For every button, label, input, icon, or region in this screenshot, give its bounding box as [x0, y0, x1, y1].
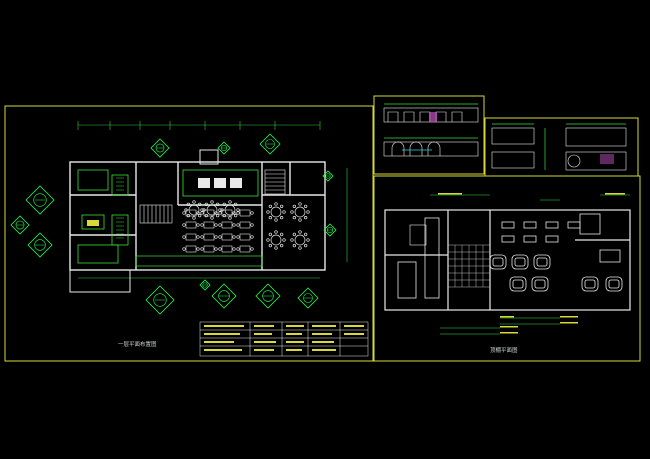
- dining-tables: [182, 209, 254, 253]
- light-strip: [424, 217, 440, 299]
- sheet-frames: [4, 95, 641, 362]
- floor-plan-title: 一层平面布置图: [118, 342, 157, 348]
- dimension-top: [77, 121, 348, 279]
- entry-block: [69, 269, 131, 293]
- legend-text-marks: [204, 325, 364, 351]
- room-tags: [10, 133, 337, 315]
- ceiling-plan-title: 顶棚平面图: [490, 348, 518, 354]
- hatch-pattern: [116, 177, 124, 239]
- walls: [69, 161, 326, 271]
- elevations: [383, 103, 627, 171]
- elevation-frame-a: [373, 95, 485, 175]
- left-table-fill: [87, 220, 99, 226]
- service-counter: [135, 255, 263, 267]
- ceiling-plan: [384, 193, 631, 335]
- floor-plan: [10, 121, 369, 357]
- stairs: [139, 169, 286, 224]
- left-zone-furniture: [77, 169, 129, 264]
- ceiling-grid: [447, 244, 491, 288]
- legend-table: [199, 321, 369, 357]
- leaders: [430, 194, 630, 335]
- bar-counter: [182, 169, 259, 197]
- top-niche: [199, 149, 219, 165]
- elevation-frame-b: [484, 117, 639, 177]
- floor-plan-frame: [4, 105, 374, 362]
- ceiling-fixtures: [489, 213, 623, 292]
- round-tables: [184, 200, 310, 250]
- ceiling-plan-frame: [373, 175, 641, 362]
